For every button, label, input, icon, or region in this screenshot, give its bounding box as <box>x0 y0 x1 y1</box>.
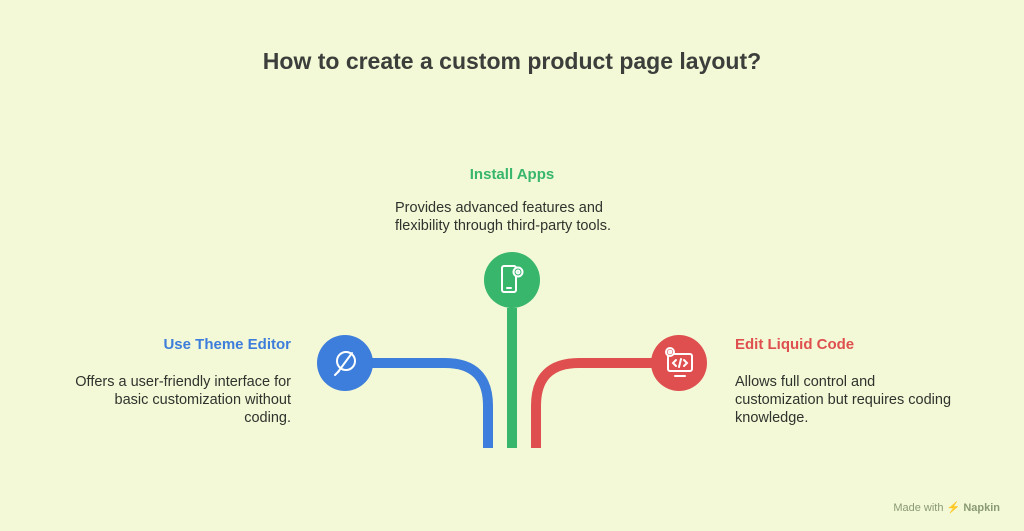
theme-editor-description-line: basic customization without <box>114 392 292 408</box>
install-apps-description-line: Provides advanced features and <box>395 200 603 216</box>
center-node <box>484 252 540 308</box>
liquid-code-description-line: knowledge. <box>735 410 809 426</box>
made-with-napkin-watermark: Made with ⚡ Napkin <box>893 501 1000 514</box>
liquid-code-heading: Edit Liquid Code <box>735 336 855 353</box>
right-connector <box>531 358 652 448</box>
theme-editor-description-line: Offers a user-friendly interface for <box>75 374 291 390</box>
install-apps-description: Provides advanced features and flexibili… <box>395 199 611 235</box>
right-node <box>651 335 707 391</box>
code-monitor-icon <box>665 347 693 377</box>
watermark-brand: Napkin <box>963 502 1000 514</box>
liquid-code-description-line: customization but requires coding <box>735 392 952 408</box>
watermark-prefix: Made with <box>893 502 944 514</box>
theme-editor-description: Offers a user-friendly interface for bas… <box>31 373 291 427</box>
liquid-code-description-line: Allows full control and <box>735 374 876 390</box>
theme-editor-description-line: coding. <box>244 410 291 426</box>
install-apps-heading: Install Apps <box>469 166 555 183</box>
install-apps-description-line: flexibility through third-party tools. <box>395 218 611 234</box>
napkin-logo-icon: ⚡ <box>946 502 961 514</box>
left-node <box>317 335 373 391</box>
left-connector <box>372 358 493 448</box>
mobile-settings-icon <box>501 265 524 293</box>
liquid-code-description: Allows full control and customization bu… <box>735 373 995 427</box>
theme-editor-heading: Use Theme Editor <box>163 336 291 353</box>
page-title: How to create a custom product page layo… <box>262 48 762 74</box>
brush-icon <box>334 351 356 376</box>
